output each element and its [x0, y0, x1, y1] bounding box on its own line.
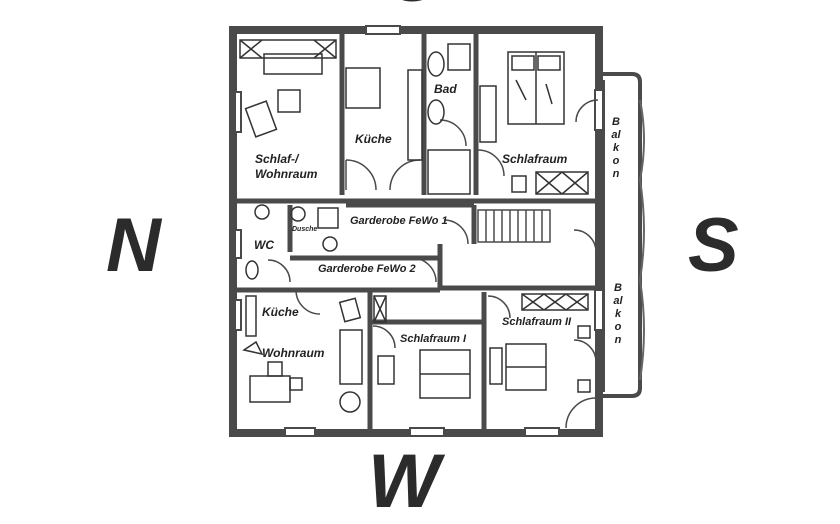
floor-plan — [229, 25, 645, 437]
interior-walls — [236, 34, 600, 430]
beds — [263, 51, 565, 399]
room-label-wc: WC — [254, 238, 274, 252]
compass-south: S — [688, 203, 739, 288]
room-label-schlafraum-top: Schlafraum — [502, 152, 568, 166]
room-label-kueche-bottom: Küche — [262, 305, 299, 319]
doors — [267, 99, 599, 429]
compass-bottom: W — [368, 439, 440, 524]
stairs — [477, 209, 551, 243]
wardrobes — [239, 39, 589, 323]
windows — [234, 25, 604, 437]
fixtures — [242, 43, 591, 413]
compass-top: O — [385, 0, 444, 14]
room-label-kueche-top: Küche — [355, 132, 392, 146]
room-label-schlaf-wohnraum: Schlaf-/ Wohnraum — [255, 152, 318, 181]
room-label-wohnraum: Wohnraum — [262, 346, 325, 360]
balcony — [600, 72, 645, 398]
room-label-schlafraum-1: Schlafraum I — [400, 333, 467, 345]
balkon-label-bottom: Balkon — [613, 282, 623, 346]
room-label-bad: Bad — [434, 82, 457, 96]
room-label-garderobe-fewo2: Garderobe FeWo 2 — [318, 263, 416, 275]
compass-north: N — [106, 203, 161, 288]
room-label-dusche: Dusche — [292, 226, 318, 233]
room-label-schlafraum-2: Schlafraum II — [502, 316, 572, 328]
room-label-garderobe-fewo1: Garderobe FeWo 1 — [350, 215, 448, 227]
balkon-label-top: Balkon — [611, 116, 621, 180]
